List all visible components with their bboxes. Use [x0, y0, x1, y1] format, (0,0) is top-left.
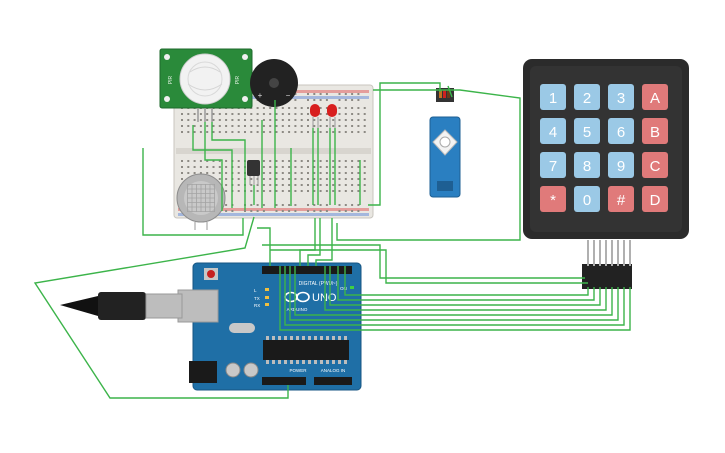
- keypad-keys: 1 2 3 A 4 5 6 B 7 8 9 C * 0 # D: [540, 84, 668, 212]
- keypad-key-4: 4: [540, 118, 566, 144]
- keypad-key-2: 2: [574, 84, 600, 110]
- keypad-key-8: 8: [574, 152, 600, 178]
- keypad-key-label: D: [650, 192, 661, 209]
- keypad-key-#: #: [608, 186, 634, 212]
- keypad-4x4: 1 2 3 A 4 5 6 B 7 8 9 C * 0 # D: [523, 59, 689, 289]
- keypad-key-label: 2: [583, 90, 591, 107]
- keypad-key-B: B: [642, 118, 668, 144]
- keypad-key-5: 5: [574, 118, 600, 144]
- analog-label: ANALOG IN: [321, 368, 346, 373]
- keypad-key-label: 6: [617, 124, 625, 141]
- label-on: ON: [340, 286, 347, 291]
- keypad-key-0: 0: [574, 186, 600, 212]
- label-rx: RX: [254, 303, 260, 308]
- usb-port: [177, 289, 219, 323]
- keypad-key-label: 9: [617, 158, 625, 175]
- gas-sensor-mesh: [187, 184, 215, 212]
- arduino-uno: DIGITAL (PWM~) UNO ARDUINO L TX RX ON PO…: [177, 262, 362, 391]
- keypad-key-label: 8: [583, 158, 591, 175]
- keypad-key-label: 0: [583, 192, 591, 209]
- piezo-buzzer: + −: [250, 59, 298, 107]
- keypad-key-label: 4: [549, 124, 557, 141]
- led-left: [310, 104, 320, 128]
- chip-pins: [266, 336, 347, 364]
- buzzer-minus: −: [286, 91, 291, 100]
- keypad-key-label: 5: [583, 124, 591, 141]
- keypad-key-7: 7: [540, 152, 566, 178]
- keypad-key-D: D: [642, 186, 668, 212]
- wires: [33, 82, 631, 399]
- keypad-key-6: 6: [608, 118, 634, 144]
- keypad-key-label: A: [650, 90, 660, 107]
- label-tx: TX: [254, 296, 260, 301]
- keypad-key-label: 1: [549, 90, 557, 107]
- atmega-chip: [263, 340, 349, 360]
- label-l: L: [254, 288, 257, 293]
- keypad-key-label: B: [650, 124, 660, 141]
- buzzer-plus: +: [258, 91, 263, 100]
- keypad-key-C: C: [642, 152, 668, 178]
- servo-motor: [429, 88, 461, 198]
- keypad-key-A: A: [642, 84, 668, 110]
- keypad-pins: [587, 240, 631, 266]
- keypad-key-label: 7: [549, 158, 557, 175]
- power-label: POWER: [289, 368, 307, 373]
- gas-sensor: [176, 173, 226, 230]
- digital-label: DIGITAL (PWM~): [299, 281, 338, 287]
- transistor: [247, 160, 260, 185]
- keypad-key-3: 3: [608, 84, 634, 110]
- keypad-key-1: 1: [540, 84, 566, 110]
- pir-sensor: PIR PIR: [159, 48, 253, 122]
- usb-cable: [60, 292, 183, 320]
- keypad-key-label: 3: [617, 90, 625, 107]
- keypad-key-9: 9: [608, 152, 634, 178]
- led-right: [327, 104, 337, 128]
- dc-jack: [189, 361, 217, 383]
- keypad-key-label: C: [650, 158, 661, 175]
- pir-left-text: PIR: [168, 75, 174, 84]
- keypad-key-label: #: [617, 192, 626, 209]
- keypad-key-label: *: [550, 192, 556, 209]
- pir-dome: [179, 53, 231, 105]
- brand-maker: ARDUINO: [287, 307, 308, 312]
- keypad-key-*: *: [540, 186, 566, 212]
- pir-right-text: PIR: [235, 75, 241, 84]
